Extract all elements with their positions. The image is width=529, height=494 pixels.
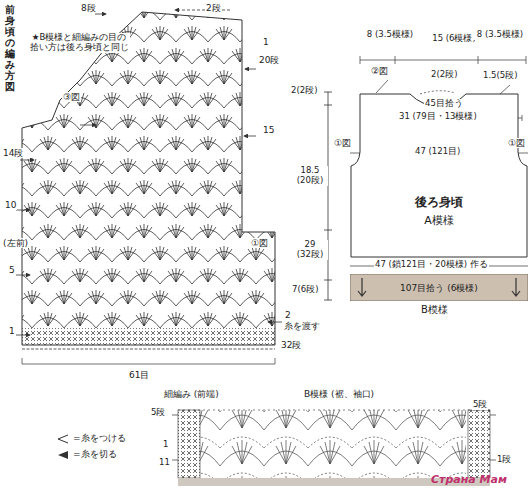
border-band: 107目拾う (6模様) [350, 274, 528, 301]
node-heading: 107目拾う (6模様) [350, 282, 528, 295]
note: ★B模様と細編みの目の 拾い方は後ろ身頃と同じ [28, 33, 130, 53]
row-count: 8段 [80, 3, 97, 13]
dimension: 18.5 (20段) [292, 166, 328, 186]
section-title: 細編み (前端) [163, 389, 220, 399]
dimension: 2(2段) [290, 86, 318, 96]
side-label: (左前) [2, 238, 29, 248]
row-count: 20段 [258, 55, 280, 65]
figure-ref: ①図 [250, 238, 269, 248]
row-number: 1 [162, 440, 169, 450]
dimension: 31 (79目・13模様) [398, 112, 478, 122]
dimension: 47 (121目) [414, 147, 461, 157]
chart-title: 前身頃の編み方図 [5, 4, 15, 92]
legend-text: =糸を切る [72, 449, 118, 459]
node-heading: 後ろ身頃 [350, 194, 528, 211]
row-count: 14段 [2, 148, 24, 158]
pattern-name: B模様 [420, 304, 449, 316]
node-body: A模様 [350, 213, 528, 228]
row-count: 32段 [280, 340, 302, 350]
row-number: 15 [262, 125, 275, 135]
figure-ref: ②図 [370, 66, 389, 76]
note: 糸を渡す [283, 322, 321, 332]
dimension: 29 (32段) [292, 240, 328, 260]
row-count: 1段 [496, 455, 512, 465]
dimension: 47 (鎖121目・20模様) 作る [374, 260, 489, 270]
section-title: B模様 (裾、袖口) [303, 389, 375, 399]
dimension: 8 (3.5模様) [473, 30, 527, 40]
row-number: 1 [8, 326, 16, 336]
row-number: 5 [8, 265, 16, 275]
watermark: Страна Мам [430, 474, 508, 487]
callout-number: 2 [284, 310, 292, 320]
stitch-count: 45目拾う [424, 99, 464, 109]
row-count: 5段 [150, 408, 166, 418]
figure-ref: ③図 [62, 92, 81, 102]
dimension: 2(2段) [430, 70, 458, 80]
row-number: 11 [158, 458, 171, 468]
row-count: 2段 [205, 3, 222, 13]
dimension: 7(6段) [291, 285, 319, 295]
figure-ref: ①図 [507, 138, 526, 148]
dimension: 8 (3.5模様) [364, 30, 416, 40]
row-number: 1 [262, 37, 270, 47]
figure-ref: ①図 [333, 138, 352, 148]
legend-text: =糸をつける [72, 433, 127, 443]
row-number: 10 [4, 200, 17, 210]
row-count: 5段 [472, 400, 488, 410]
dimension: 1.5(5段) [482, 71, 519, 81]
stitch-count: 61目 [128, 370, 150, 380]
